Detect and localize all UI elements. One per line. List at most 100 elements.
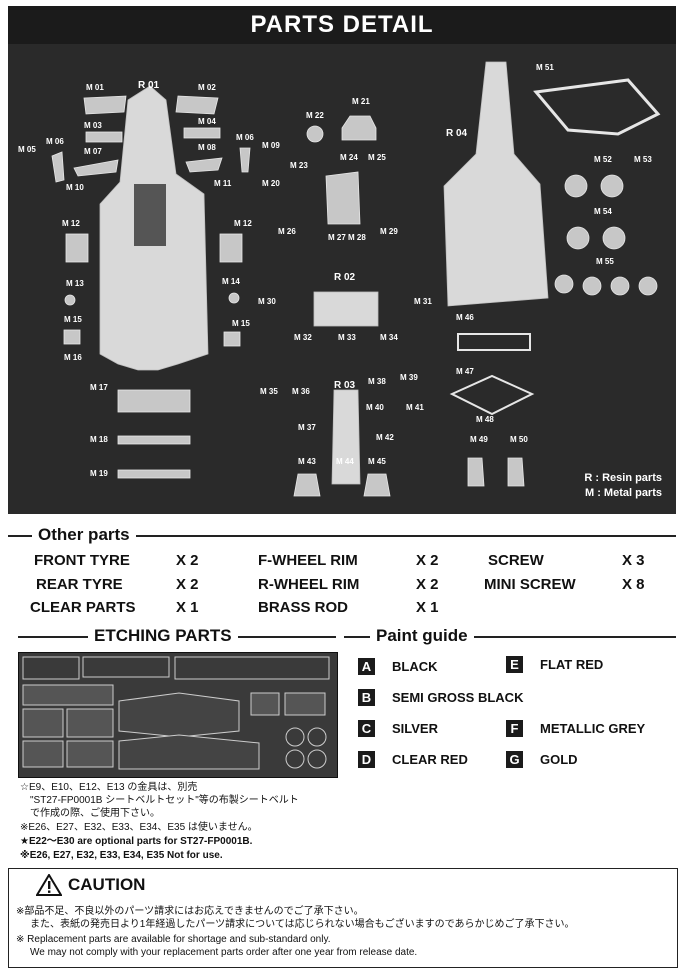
etching-illustration bbox=[22, 656, 330, 770]
paint-code-badge: E bbox=[506, 656, 523, 673]
metal-m52b bbox=[600, 174, 624, 198]
part-label: M 55 bbox=[596, 257, 614, 266]
other-part-name: REAR TYRE bbox=[36, 576, 123, 593]
paint-name: SEMI GROSS BLACK bbox=[392, 690, 524, 705]
paint-name: METALLIC GREY bbox=[540, 721, 646, 736]
part-label: M 40 bbox=[366, 403, 384, 412]
resin-part-label: R 02 bbox=[334, 272, 356, 283]
caution-line: ※ Replacement parts are available for sh… bbox=[16, 934, 331, 945]
metal-m15 bbox=[63, 329, 81, 345]
part-label: M 37 bbox=[298, 423, 316, 432]
metal-m07 bbox=[73, 159, 119, 177]
page-title: PARTS DETAIL bbox=[250, 11, 434, 38]
note-line: ☆E9、E10、E12、E13 の金具は、別売 bbox=[20, 782, 198, 793]
page-header: PARTS DETAIL bbox=[8, 6, 676, 44]
cockpit-opening bbox=[134, 184, 166, 246]
other-part-qty: X 1 bbox=[416, 599, 439, 616]
etching-title: ETCHING PARTS bbox=[88, 626, 238, 646]
part-label: M 27 bbox=[328, 233, 346, 242]
part-label: M 35 bbox=[260, 387, 278, 396]
part-label: M 22 bbox=[306, 111, 324, 120]
part-label: M 32 bbox=[294, 333, 312, 342]
paint-code-badge: G bbox=[506, 751, 523, 768]
part-label: M 04 bbox=[198, 117, 216, 126]
divider bbox=[8, 535, 676, 537]
resin-part-label: R 04 bbox=[446, 128, 468, 139]
metal-m03 bbox=[85, 131, 123, 143]
part-label: M 18 bbox=[90, 435, 108, 444]
other-part-name: FRONT TYRE bbox=[34, 552, 130, 569]
metal-m47 bbox=[449, 374, 535, 416]
metal-m06b bbox=[239, 147, 251, 173]
part-label: M 24 bbox=[340, 153, 358, 162]
metal-m14 bbox=[228, 292, 240, 304]
part-label: M 29 bbox=[380, 227, 398, 236]
part-label: M 54 bbox=[594, 207, 612, 216]
caution-line: ※部品不足、不良以外のパーツ請求にはお応えできませんのでご了承下さい。 bbox=[16, 906, 364, 917]
other-part-qty: X 8 bbox=[622, 576, 645, 593]
note-line: ※E26、E27、E32、E33、E34、E35 は使いません。 bbox=[20, 822, 258, 833]
part-label: M 06 bbox=[46, 137, 64, 146]
metal-m52a bbox=[564, 174, 588, 198]
part-label: M 30 bbox=[258, 297, 276, 306]
metal-m19 bbox=[117, 469, 191, 479]
part-label: M 51 bbox=[536, 63, 554, 72]
paint-name: CLEAR RED bbox=[392, 752, 468, 767]
part-label: M 12 bbox=[234, 219, 252, 228]
metal-m17 bbox=[117, 389, 191, 413]
paint-code-badge: B bbox=[358, 689, 375, 706]
part-label: M 02 bbox=[198, 83, 216, 92]
other-part-qty: X 1 bbox=[176, 599, 199, 616]
metal-m18 bbox=[117, 435, 191, 445]
paint-guide-title: Paint guide bbox=[370, 626, 474, 646]
metal-m21 bbox=[341, 115, 377, 141]
part-label: M 15 bbox=[232, 319, 250, 328]
resin-gearbox-r03 bbox=[331, 389, 361, 485]
resin-part-labels: R 01R 02R 03R 04 bbox=[138, 80, 468, 391]
caution-heading: CAUTION bbox=[30, 874, 152, 896]
part-label: M 39 bbox=[400, 373, 418, 382]
part-label: M 47 bbox=[456, 367, 474, 376]
part-label: M 42 bbox=[376, 433, 394, 442]
paint-name: SILVER bbox=[392, 721, 438, 736]
other-part-qty: X 2 bbox=[176, 576, 199, 593]
metal-m06 bbox=[51, 151, 65, 183]
other-part-name: R-WHEEL RIM bbox=[258, 576, 360, 593]
part-label: M 14 bbox=[222, 277, 240, 286]
part-label: M 31 bbox=[414, 297, 432, 306]
note-line: ※E26, E27, E32, E33, E34, E35 Not for us… bbox=[20, 850, 223, 861]
resin-part-label: R 01 bbox=[138, 80, 160, 91]
part-label: M 05 bbox=[18, 145, 36, 154]
part-label: M 16 bbox=[64, 353, 82, 362]
caution-line: また、表紙の発売日より1年経過したパーツ請求については応じられない場合もございま… bbox=[30, 919, 575, 930]
part-label: M 20 bbox=[262, 179, 280, 188]
metal-m55a bbox=[554, 274, 574, 294]
part-label: M 08 bbox=[198, 143, 216, 152]
other-part-qty: X 3 bbox=[622, 552, 645, 569]
part-label: M 25 bbox=[368, 153, 386, 162]
part-label: M 36 bbox=[292, 387, 310, 396]
part-label: M 21 bbox=[352, 97, 370, 106]
metal-m24 bbox=[325, 171, 361, 225]
paint-name: FLAT RED bbox=[540, 657, 604, 672]
other-part-qty: X 2 bbox=[176, 552, 199, 569]
part-label: M 46 bbox=[456, 313, 474, 322]
part-label: M 07 bbox=[84, 147, 102, 156]
metal-m01 bbox=[83, 95, 127, 115]
metal-m54a bbox=[566, 226, 590, 250]
part-label: M 13 bbox=[66, 279, 84, 288]
metal-m43 bbox=[293, 473, 321, 497]
metal-m49 bbox=[467, 457, 485, 487]
metal-m08 bbox=[185, 157, 223, 173]
part-label: M 03 bbox=[84, 121, 102, 130]
metal-m55b bbox=[582, 276, 602, 296]
part-label: M 28 bbox=[348, 233, 366, 242]
paint-name: GOLD bbox=[540, 752, 578, 767]
other-part-qty: X 2 bbox=[416, 576, 439, 593]
metal-m12 bbox=[65, 233, 89, 263]
part-label: M 48 bbox=[476, 415, 494, 424]
part-label: M 19 bbox=[90, 469, 108, 478]
part-label: M 38 bbox=[368, 377, 386, 386]
